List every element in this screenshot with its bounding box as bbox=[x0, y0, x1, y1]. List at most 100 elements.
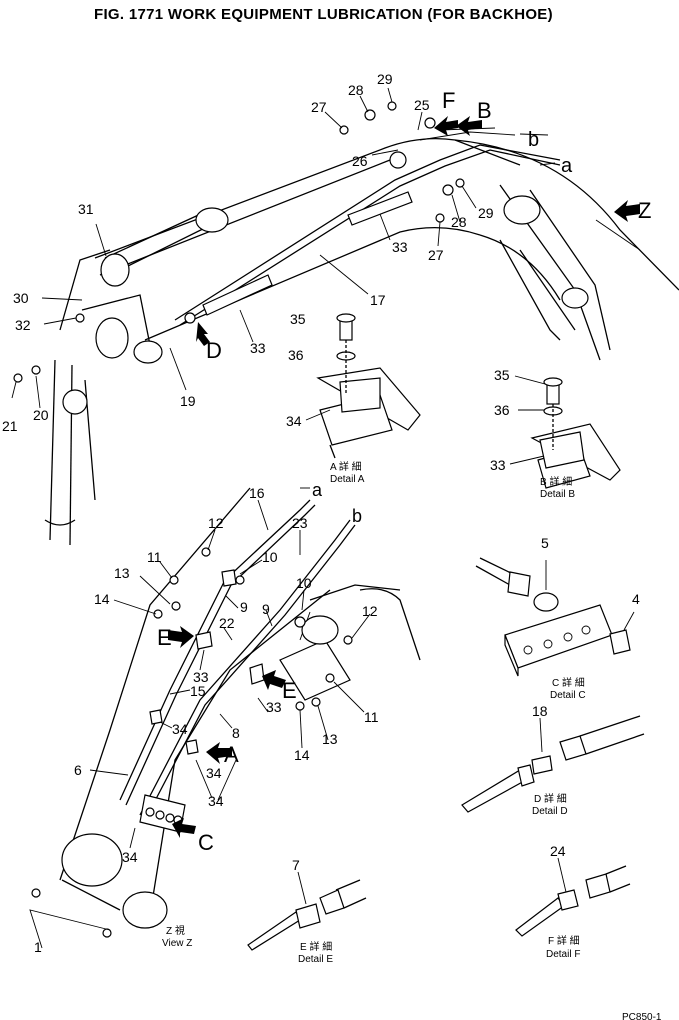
arrow-b bbox=[456, 116, 482, 136]
callout-15: 15 bbox=[190, 683, 206, 699]
callout-26: 26 bbox=[352, 153, 368, 169]
callout-4: 4 bbox=[632, 591, 640, 607]
detail-b: B 詳 細 Detail B bbox=[509, 375, 621, 500]
callout-33b: 33 bbox=[250, 340, 266, 356]
callout-14: 14 bbox=[94, 591, 110, 607]
callout-16: 16 bbox=[249, 485, 265, 501]
letter-d: D bbox=[206, 338, 222, 363]
detail-f-jp: F 詳 細 bbox=[548, 934, 580, 947]
view-arrows-top bbox=[196, 116, 640, 346]
detail-a: A 詳 細 Detail A bbox=[305, 313, 421, 485]
arrow-e-right bbox=[262, 670, 286, 690]
callout-5: 5 bbox=[541, 535, 549, 551]
callout-10b: 10 bbox=[296, 575, 312, 591]
arrow-f bbox=[434, 116, 458, 136]
callout-21: 21 bbox=[2, 418, 18, 434]
callout-34e: 34 bbox=[122, 849, 138, 865]
callout-29b: 29 bbox=[478, 205, 494, 221]
callouts-bottom: 16 23 12 11 10 13 14 9 9 10 12 22 33 15 … bbox=[34, 485, 640, 955]
callout-11: 11 bbox=[147, 549, 162, 565]
letter-a: A bbox=[224, 742, 239, 767]
callout-28: 28 bbox=[348, 82, 364, 98]
callout-33e: 33 bbox=[266, 699, 282, 715]
arrow-e-left bbox=[168, 626, 194, 648]
callout-9: 9 bbox=[240, 599, 248, 615]
callout-31: 31 bbox=[78, 201, 94, 217]
callout-13b: 13 bbox=[322, 731, 338, 747]
callout-27b: 27 bbox=[428, 247, 444, 263]
callout-25: 25 bbox=[414, 97, 430, 113]
callout-22: 22 bbox=[219, 615, 235, 631]
letter-b: B bbox=[477, 98, 492, 123]
callout-36b: 36 bbox=[494, 402, 510, 418]
letter-b-end: b bbox=[528, 129, 539, 151]
arrow-c bbox=[172, 818, 196, 838]
callout-35: 35 bbox=[290, 311, 306, 327]
callout-33c: 33 bbox=[490, 457, 506, 473]
detail-b-jp: B 詳 細 bbox=[540, 475, 572, 488]
callout-35b: 35 bbox=[494, 367, 510, 383]
boom-assembly bbox=[13, 101, 679, 546]
callout-30: 30 bbox=[13, 290, 29, 306]
detail-c: C 詳 細 Detail C bbox=[475, 557, 635, 701]
detail-b-en: Detail B bbox=[540, 489, 575, 500]
arm-view-z bbox=[31, 487, 421, 938]
arrow-a bbox=[206, 742, 232, 764]
letter-z: Z bbox=[638, 198, 651, 223]
callout-27: 27 bbox=[311, 99, 327, 115]
callout-9b: 9 bbox=[262, 601, 270, 617]
callout-34b: 34 bbox=[172, 721, 188, 737]
callout-34d: 34 bbox=[208, 793, 224, 809]
letter-labels: F B b a Z D a b E E A C bbox=[157, 88, 651, 855]
callout-33d: 33 bbox=[193, 669, 209, 685]
callout-7: 7 bbox=[292, 857, 300, 873]
callout-29: 29 bbox=[377, 71, 393, 87]
detail-a-jp: A 詳 細 bbox=[330, 460, 362, 473]
callout-11b: 11 bbox=[364, 709, 379, 725]
callout-34c: 34 bbox=[206, 765, 222, 781]
callout-32: 32 bbox=[15, 317, 31, 333]
detail-c-en: Detail C bbox=[550, 690, 586, 701]
letter-e-left: E bbox=[157, 625, 172, 650]
callouts-top: 29 28 27 25 26 28 29 27 33 17 33 35 36 3… bbox=[2, 71, 510, 473]
callout-8: 8 bbox=[232, 725, 240, 741]
callout-34: 34 bbox=[286, 413, 302, 429]
callout-20: 20 bbox=[33, 407, 49, 423]
letter-a-lower: a bbox=[312, 480, 323, 500]
callout-12b: 12 bbox=[362, 603, 378, 619]
callout-18: 18 bbox=[532, 703, 548, 719]
figure-title: FIG. 1771 WORK EQUIPMENT LUBRICATION (FO… bbox=[94, 6, 553, 23]
callout-23: 23 bbox=[292, 515, 308, 531]
callout-14b: 14 bbox=[294, 747, 310, 763]
letter-e-right: E bbox=[282, 678, 297, 703]
leaders-bottom bbox=[29, 499, 371, 949]
callout-12: 12 bbox=[208, 515, 224, 531]
letter-c: C bbox=[198, 830, 214, 855]
callout-28b: 28 bbox=[451, 214, 467, 230]
view-z-en: View Z bbox=[162, 938, 192, 949]
callout-10: 10 bbox=[262, 549, 278, 565]
letter-b-lower: b bbox=[352, 506, 362, 526]
arrow-z bbox=[614, 200, 640, 222]
view-z-caption: Z 視 View Z bbox=[162, 924, 192, 949]
detail-d-jp: D 詳 細 bbox=[534, 792, 567, 805]
view-arrows-bottom bbox=[168, 626, 286, 838]
callout-13: 13 bbox=[114, 565, 130, 581]
callout-1: 1 bbox=[34, 939, 42, 955]
view-z-jp: Z 視 bbox=[166, 924, 185, 937]
detail-f: F 詳 細 Detail F bbox=[515, 857, 631, 960]
callout-19: 19 bbox=[180, 393, 196, 409]
detail-f-en: Detail F bbox=[546, 949, 580, 960]
letter-f: F bbox=[442, 88, 455, 113]
detail-e-jp: E 詳 細 bbox=[300, 940, 332, 953]
letter-a-end: a bbox=[561, 155, 573, 177]
detail-a-en: Detail A bbox=[330, 474, 365, 485]
callout-33a: 33 bbox=[392, 239, 408, 255]
arrow-d bbox=[196, 322, 210, 346]
callout-36: 36 bbox=[288, 347, 304, 363]
detail-d: D 詳 細 Detail D bbox=[461, 715, 645, 817]
callout-17: 17 bbox=[370, 292, 386, 308]
footer-code: PC850-1 bbox=[622, 1012, 662, 1020]
callout-6: 6 bbox=[74, 762, 82, 778]
